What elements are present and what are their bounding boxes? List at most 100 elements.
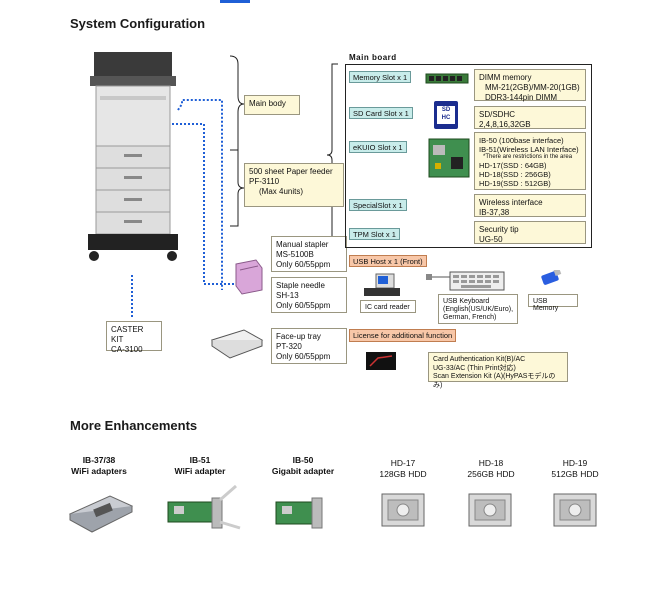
enh-hd18-line1: HD-18 [478, 458, 504, 468]
faceup-line1: Face-up tray [276, 332, 321, 341]
special-desc-2: IB-37,38 [479, 208, 510, 217]
keyboard-line1: USB Keyboard [443, 298, 490, 305]
printer-illustration [88, 52, 178, 261]
enh-ib37-line2: WiFi adapters [71, 466, 127, 476]
enh-ib50-line2: Gigabit adapter [271, 466, 335, 476]
enh-ib37-label: IB-37/38 WiFi adapters [64, 455, 134, 477]
enh-hd18-line2: 256GB HDD [467, 469, 515, 479]
system-config-title: System Configuration [70, 16, 206, 31]
sd-card-icon: SD HC [434, 101, 458, 129]
special-slot: SpecialSlot x 1 [349, 199, 407, 211]
enh-ib51-line1: IB-51 [189, 455, 211, 465]
paper-feeder-line3: (Max 4units) [259, 187, 304, 196]
enh-hd19-line1: HD-19 [562, 458, 588, 468]
ib51-adapter-icon [167, 484, 241, 530]
ekuio-desc-6: HD-19(SSD : 512GB) [479, 179, 551, 188]
usb-keyboard-icon [426, 271, 505, 291]
paper-feeder-line1: 500 sheet Paper feeder [249, 167, 333, 176]
card-auth-line3: Scan Extension Kit (A)(HyPASモデルのみ) [433, 373, 556, 389]
sd-label: SD [441, 107, 451, 113]
main-body-callout: Main body [244, 95, 300, 115]
ekuio-desc-5: HD-18(SSD : 256GB) [479, 170, 551, 179]
card-auth-callout: Card Authentication Kit(B)/AC UG-33/AC (… [428, 352, 568, 389]
hc-label: HC [441, 115, 451, 121]
enh-hd17-line1: HD-17 [390, 458, 416, 468]
paper-feeder-callout: 500 sheet Paper feeder PF-3110 (Max 4uni… [244, 163, 344, 207]
tpm-desc-1: Security tip [479, 225, 519, 234]
faceup-tray-icon [210, 329, 264, 359]
faceup-line2: PT-320 [276, 342, 302, 351]
enh-ib50-line1: IB-50 [292, 455, 314, 465]
ekuio-slot: eKUIO Slot x 1 [349, 141, 407, 153]
hd19-drive-icon [553, 493, 597, 527]
card-auth-line1: Card Authentication Kit(B)/AC [433, 356, 526, 363]
usb-memory-text: USB Memory [533, 298, 559, 312]
memory-desc-3: DDR3-144pin DIMM [485, 93, 558, 102]
tpm-slot: TPM Slot x 1 [349, 228, 400, 240]
faceup-line3: Only 60/55ppm [276, 352, 331, 361]
stapler-line2: MS-5100B [276, 250, 314, 259]
special-desc: Wireless interface IB-37,38 [474, 194, 586, 217]
sd-desc-1: SD/SDHC [479, 110, 516, 119]
ekuio-desc: IB-50 (100base interface) IB-51(Wireless… [474, 132, 586, 190]
ekuio-desc-2: IB-51(Wireless LAN Interface) [479, 145, 579, 154]
sd-desc: SD/SDHC 2,4,8,16,32GB [474, 106, 586, 129]
sd-desc-2: 2,4,8,16,32GB [479, 120, 531, 129]
main-body-label: Main body [249, 99, 286, 108]
enh-hd17-line2: 128GB HDD [379, 469, 427, 479]
caster-line2: CA-3100 [111, 345, 143, 354]
sd-card-slot: SD Card Slot x 1 [349, 107, 413, 119]
special-desc-1: Wireless interface [479, 198, 543, 207]
enh-hd17-label: HD-17 128GB HDD [368, 458, 438, 480]
enh-hd19-label: HD-19 512GB HDD [540, 458, 610, 480]
memory-desc: DIMM memory MM-21(2GB)/MM-20(1GB) DDR3-1… [474, 69, 586, 102]
header-accent [220, 0, 250, 3]
staple-needle-callout: Staple needle SH-13 Only 60/55ppm [271, 277, 347, 313]
usb-keyboard-label: USB Keyboard (English(US/UK/Euro), Germa… [438, 294, 518, 324]
license-slot: License for additional function [349, 329, 457, 342]
ic-card-text: IC card reader [365, 304, 410, 311]
needle-line3: Only 60/55ppm [276, 301, 331, 310]
license-key-icon [366, 352, 396, 370]
manual-stapler-callout: Manual stapler MS-5100B Only 60/55ppm [271, 236, 347, 272]
usb-memory-icon [541, 270, 562, 285]
hd18-drive-icon [468, 493, 512, 527]
ib37-adapter-icon [68, 495, 134, 533]
memory-slot: Memory Slot x 1 [349, 71, 412, 83]
ic-card-reader-icon [364, 273, 400, 296]
needle-line1: Staple needle [276, 281, 325, 290]
mainboard-frame [345, 64, 592, 248]
more-enhancements-title: More Enhancements [70, 418, 198, 433]
stapler-line3: Only 60/55ppm [276, 260, 331, 269]
ekuio-desc-1: IB-50 (100base interface) [479, 136, 564, 145]
enh-ib51-label: IB-51 WiFi adapter [165, 455, 235, 477]
ekuio-desc-4: HD-17(SSD : 64GB) [479, 161, 547, 170]
stapler-icon [235, 259, 263, 295]
memory-desc-2: MM-21(2GB)/MM-20(1GB) [485, 83, 580, 92]
hd17-drive-icon [381, 493, 425, 527]
tpm-desc-2: UG-50 [479, 235, 503, 244]
caster-kit-callout: CASTER KIT CA-3100 [106, 321, 162, 354]
enh-ib50-label: IB-50 Gigabit adapter [263, 455, 343, 477]
enh-ib37-line1: IB-37/38 [82, 455, 116, 465]
keyboard-line3: German, French) [443, 314, 497, 321]
ekuio-desc-3: *There are restrictions in the area [483, 154, 573, 160]
enh-hd18-label: HD-18 256GB HDD [456, 458, 526, 480]
ic-card-label: IC card reader [360, 300, 416, 313]
dimm-memory-icon [425, 73, 469, 84]
connector-lines [131, 55, 338, 318]
mainboard-title: Main board [349, 53, 397, 62]
faceup-tray-callout: Face-up tray PT-320 Only 60/55ppm [271, 328, 347, 364]
usb-memory-label: USB Memory [528, 294, 578, 312]
interface-board-icon [428, 138, 470, 178]
stapler-line1: Manual stapler [276, 240, 329, 249]
paper-feeder-line2: PF-3110 [249, 177, 280, 186]
keyboard-line2: (English(US/UK/Euro), [443, 306, 514, 313]
ib50-adapter-icon [275, 497, 323, 529]
tpm-desc: Security tip UG-50 [474, 221, 586, 244]
enh-ib51-line2: WiFi adapter [174, 466, 226, 476]
card-auth-line2: UG-33/AC (Thin Print対応) [433, 364, 516, 372]
caster-line1: CASTER KIT [111, 325, 144, 344]
memory-desc-1: DIMM memory [479, 73, 532, 82]
usb-host-slot: USB Host x 1 (Front) [349, 255, 427, 267]
